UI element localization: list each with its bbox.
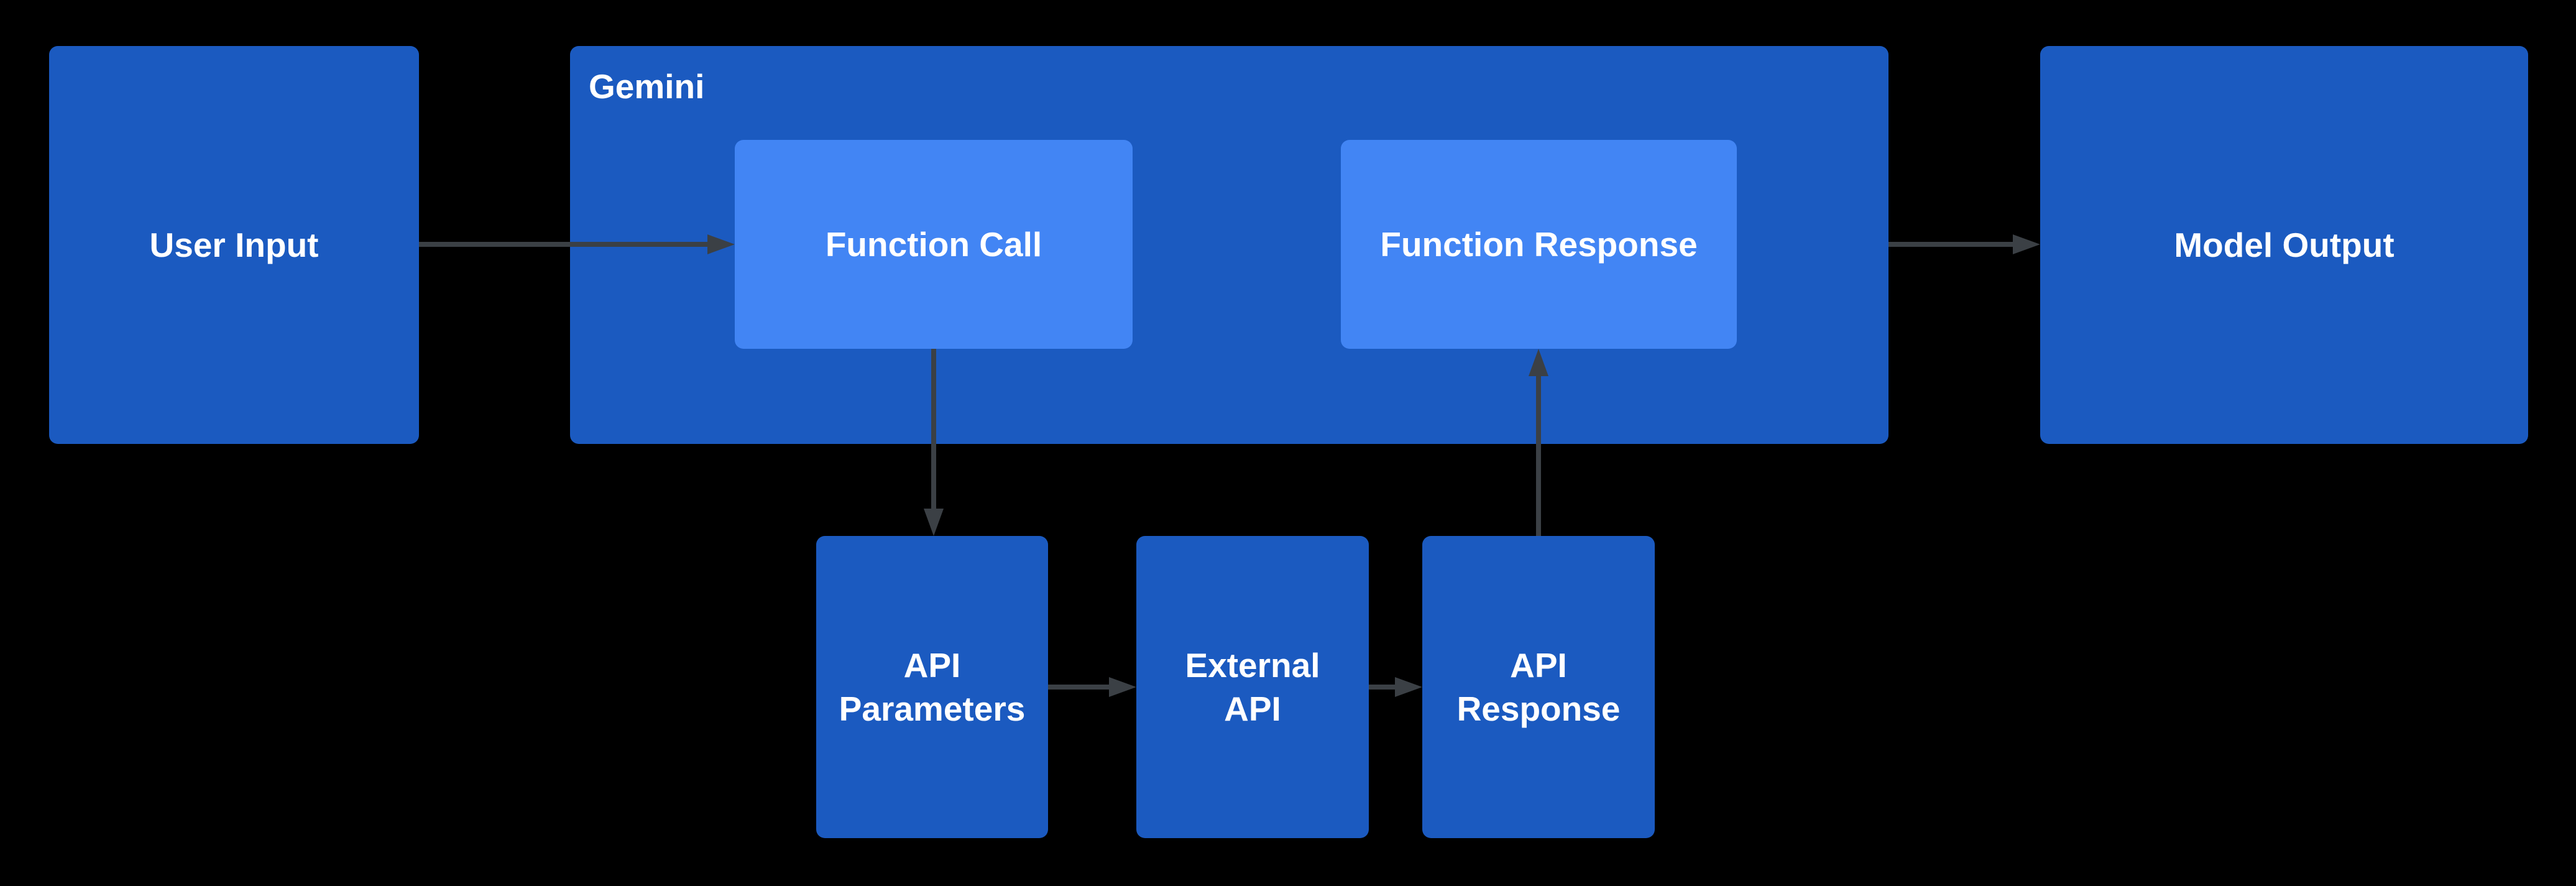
arrow-head-api-parameters-to-external-api <box>1109 677 1136 697</box>
node-api-parameters-label: API Parameters <box>839 645 1026 728</box>
arrow-head-external-api-to-api-response <box>1395 677 1422 697</box>
node-external-api: External API <box>1136 536 1369 838</box>
node-api-response: API Response <box>1422 536 1655 838</box>
gemini-container-label: Gemini <box>589 67 705 106</box>
node-user-input-label: User Input <box>149 225 319 264</box>
node-api-parameters: API Parameters <box>816 536 1048 838</box>
node-function-response: Function Response <box>1341 140 1737 349</box>
node-function-call: Function Call <box>735 140 1133 349</box>
node-api-response-label: API Response <box>1456 645 1621 728</box>
arrow-head-gemini-to-model-output <box>2013 234 2040 254</box>
node-model-output: Model Output <box>2040 46 2528 444</box>
arrow-head-function-call-to-api-parameters <box>924 509 944 536</box>
node-model-output-label: Model Output <box>2174 225 2394 264</box>
node-external-api-label: External API <box>1185 645 1320 728</box>
node-function-response-label: Function Response <box>1380 224 1698 264</box>
node-function-call-label: Function Call <box>825 224 1042 264</box>
node-user-input: User Input <box>49 46 419 444</box>
